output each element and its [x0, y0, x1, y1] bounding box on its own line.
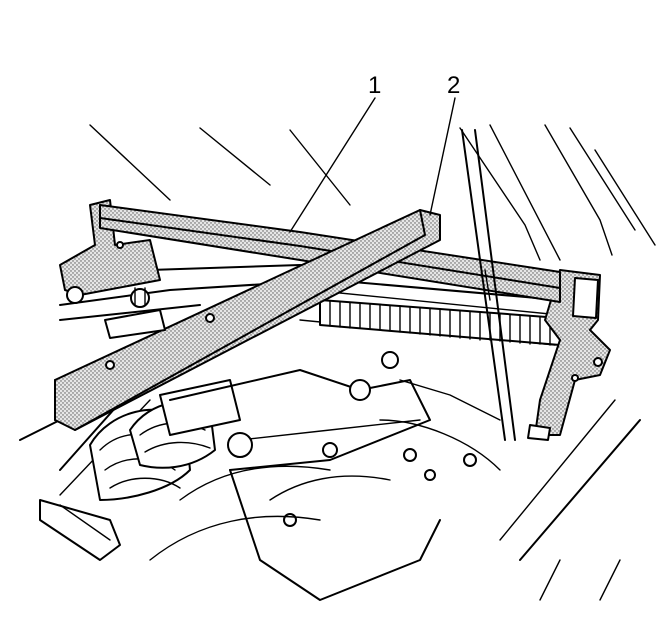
- callout-leaders: [289, 97, 456, 233]
- support-fixture-crossbar-2: [54, 209, 441, 431]
- hood-outline: [89, 124, 656, 601]
- callout-label-1: 1: [368, 72, 382, 99]
- fuel-lines: [39, 465, 331, 561]
- fixture-foot: [104, 287, 166, 339]
- lifting-chains: [461, 129, 516, 441]
- wiring-harness: [319, 299, 561, 346]
- intake-hoses: [89, 379, 241, 501]
- engine-manifold: [169, 351, 501, 601]
- support-fixture-right-bracket: [527, 269, 611, 441]
- callout-label-2: 2: [447, 72, 461, 99]
